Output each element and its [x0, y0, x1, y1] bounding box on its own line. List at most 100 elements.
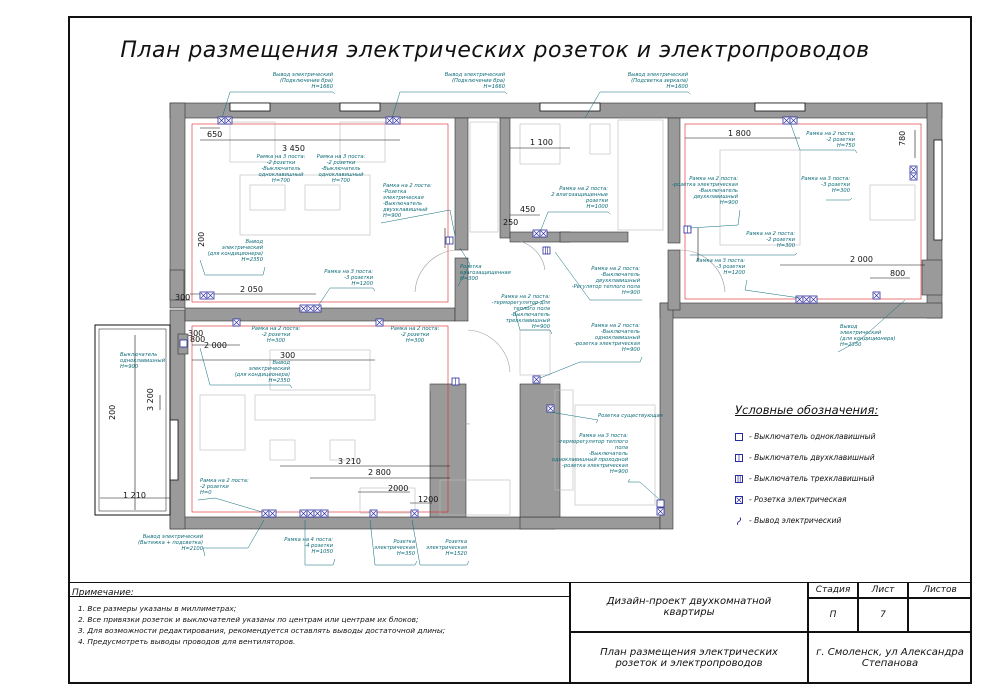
annotation-text: одноклавишный	[259, 172, 305, 178]
socket-icon	[224, 116, 233, 125]
socket-icon	[268, 509, 277, 518]
annotation-text: -3 розетки	[821, 182, 850, 188]
annotation-leader	[514, 299, 553, 335]
stage-label: Стадия	[808, 582, 858, 598]
annotation-text: (Подключение бра)	[452, 78, 505, 84]
switch-two-icon	[735, 453, 743, 462]
annotation-text: Н=300	[832, 188, 851, 194]
annotation-text: Выключатель	[120, 352, 157, 358]
note-line: 3. Для возможности редактирования, реком…	[78, 626, 446, 635]
sheet-label: Лист	[858, 582, 908, 598]
socket-icon	[261, 509, 270, 518]
socket-icon	[369, 509, 378, 518]
dimension-label: 1 210	[123, 491, 146, 500]
dimension-label: 800	[890, 269, 905, 278]
dimension-label: 250	[503, 218, 518, 227]
sheet-name: План размещения электрических розеток и …	[570, 632, 808, 684]
annotation-text: одноклавишный	[120, 358, 166, 364]
dimension-label: 2 050	[240, 285, 263, 294]
annotation-text: Н=900	[120, 364, 139, 370]
switch-icon	[656, 499, 665, 508]
socket-icon	[909, 165, 918, 174]
annotation-text: Розетка	[445, 539, 467, 545]
annotation-text: одноклавишный	[595, 335, 641, 341]
annotation-text: Н=1000	[587, 204, 609, 210]
socket-icon	[789, 116, 798, 125]
annotation-text: -Выключатель	[321, 166, 360, 172]
dimension-label: 300	[280, 351, 295, 360]
annotation-text: Н=2350	[840, 342, 862, 348]
socket-icon	[232, 318, 241, 327]
notes-head-line	[68, 596, 570, 597]
annotation-text: Розетка	[460, 264, 482, 270]
annotation-text: Н=300	[777, 243, 796, 249]
annotation-text: Н=900	[622, 290, 641, 296]
dimension-label: 1 100	[530, 138, 553, 147]
annotation-leader	[744, 279, 801, 299]
socket-icon	[306, 304, 315, 313]
dimension-label: 1200	[418, 495, 438, 504]
annotation-text: одноклавишный	[319, 172, 365, 178]
dimension-lines	[100, 127, 925, 510]
annotation-text: (Подключение бра)	[280, 78, 333, 84]
annotation-leader	[304, 520, 336, 566]
legend-label: - Выключатель трехклавишный	[749, 474, 875, 483]
dimension-label: 300	[175, 293, 190, 302]
legend-item: - Розетка электрическая	[735, 495, 847, 504]
annotation-text: Н=300	[460, 276, 479, 282]
annotation-text: Н=900	[622, 347, 641, 353]
annotation-text: (Вытяжка + подсветка)	[138, 540, 203, 546]
switch-icon	[542, 246, 551, 255]
annotation-text: Вывод электрический	[143, 534, 204, 540]
dimension-label: 2000	[388, 484, 408, 493]
annotation-text: Рамка на 2 поста:	[501, 294, 550, 300]
annotation-leader	[380, 209, 456, 237]
annotation-text: розетки	[585, 198, 609, 204]
note-line: 2. Все привязки розеток и выключателей у…	[78, 615, 419, 624]
dimension-label: 3 450	[282, 144, 305, 153]
annotation-leader	[627, 478, 661, 501]
annotation-text: двухклавишный	[382, 207, 428, 213]
annotation-text: Розетка	[393, 539, 415, 545]
annotation-text: (для кондиционера)	[840, 336, 896, 342]
annotation-leader	[369, 519, 418, 566]
dimension-label: 450	[520, 205, 535, 214]
annotation-text: Н=1660	[312, 84, 334, 90]
annotation-text: -3 розетки	[716, 264, 745, 270]
sheets-value	[908, 598, 972, 632]
annotation-text: Вывод электрический	[273, 72, 334, 78]
address: г. Смоленск, ул Александра Степанова	[808, 632, 972, 684]
socket-icon	[313, 304, 322, 313]
switch-icon	[451, 377, 460, 386]
dimension-label: 300	[188, 329, 203, 338]
socket-icon	[410, 509, 419, 518]
dimension-label: 200	[108, 405, 117, 420]
annotation-text: Н=900	[532, 324, 551, 330]
annotation-leader	[202, 519, 265, 557]
legend-item: - Выключатель трехклавишный	[735, 474, 874, 483]
annotation-leader	[317, 287, 376, 307]
annotation-text: Н=1050	[312, 549, 334, 555]
annotation-text: электрическая	[374, 545, 415, 551]
annotation-text: -2 розетки	[401, 332, 430, 338]
annotation-text: -2 розетки	[766, 237, 795, 243]
annotation-text: -2 розетки	[826, 137, 855, 143]
notes-list: 1. Все размеры указаны в миллиметрах; 2.…	[78, 603, 445, 647]
annotation-text: одноклавишный проходной	[552, 457, 629, 463]
annotation-text: Рамка на 2 поста:	[391, 326, 440, 332]
annotation-text: -2 розетки	[200, 484, 229, 490]
switch-icon	[179, 339, 188, 348]
legend-item: - Выключатель одноклавишный	[735, 432, 875, 441]
annotation-leader	[457, 247, 471, 287]
annotation-text: Рамка на 3 поста:	[324, 269, 373, 275]
annotation-text: Н=350	[397, 551, 416, 557]
electric-outlet-icon	[736, 516, 742, 525]
annotation-text: электрический	[222, 245, 264, 251]
annotation-leader	[689, 209, 741, 229]
annotation-text: -розетка электрическая	[672, 182, 738, 188]
notes-heading: Примечание:	[72, 588, 134, 598]
annotation-text: Розетка существующая	[598, 413, 663, 419]
socket-icon	[532, 229, 541, 238]
annotation-text: -Выключатель	[511, 312, 550, 318]
note-line: 4. Предусмотреть выводы проводов для вен…	[78, 637, 296, 646]
